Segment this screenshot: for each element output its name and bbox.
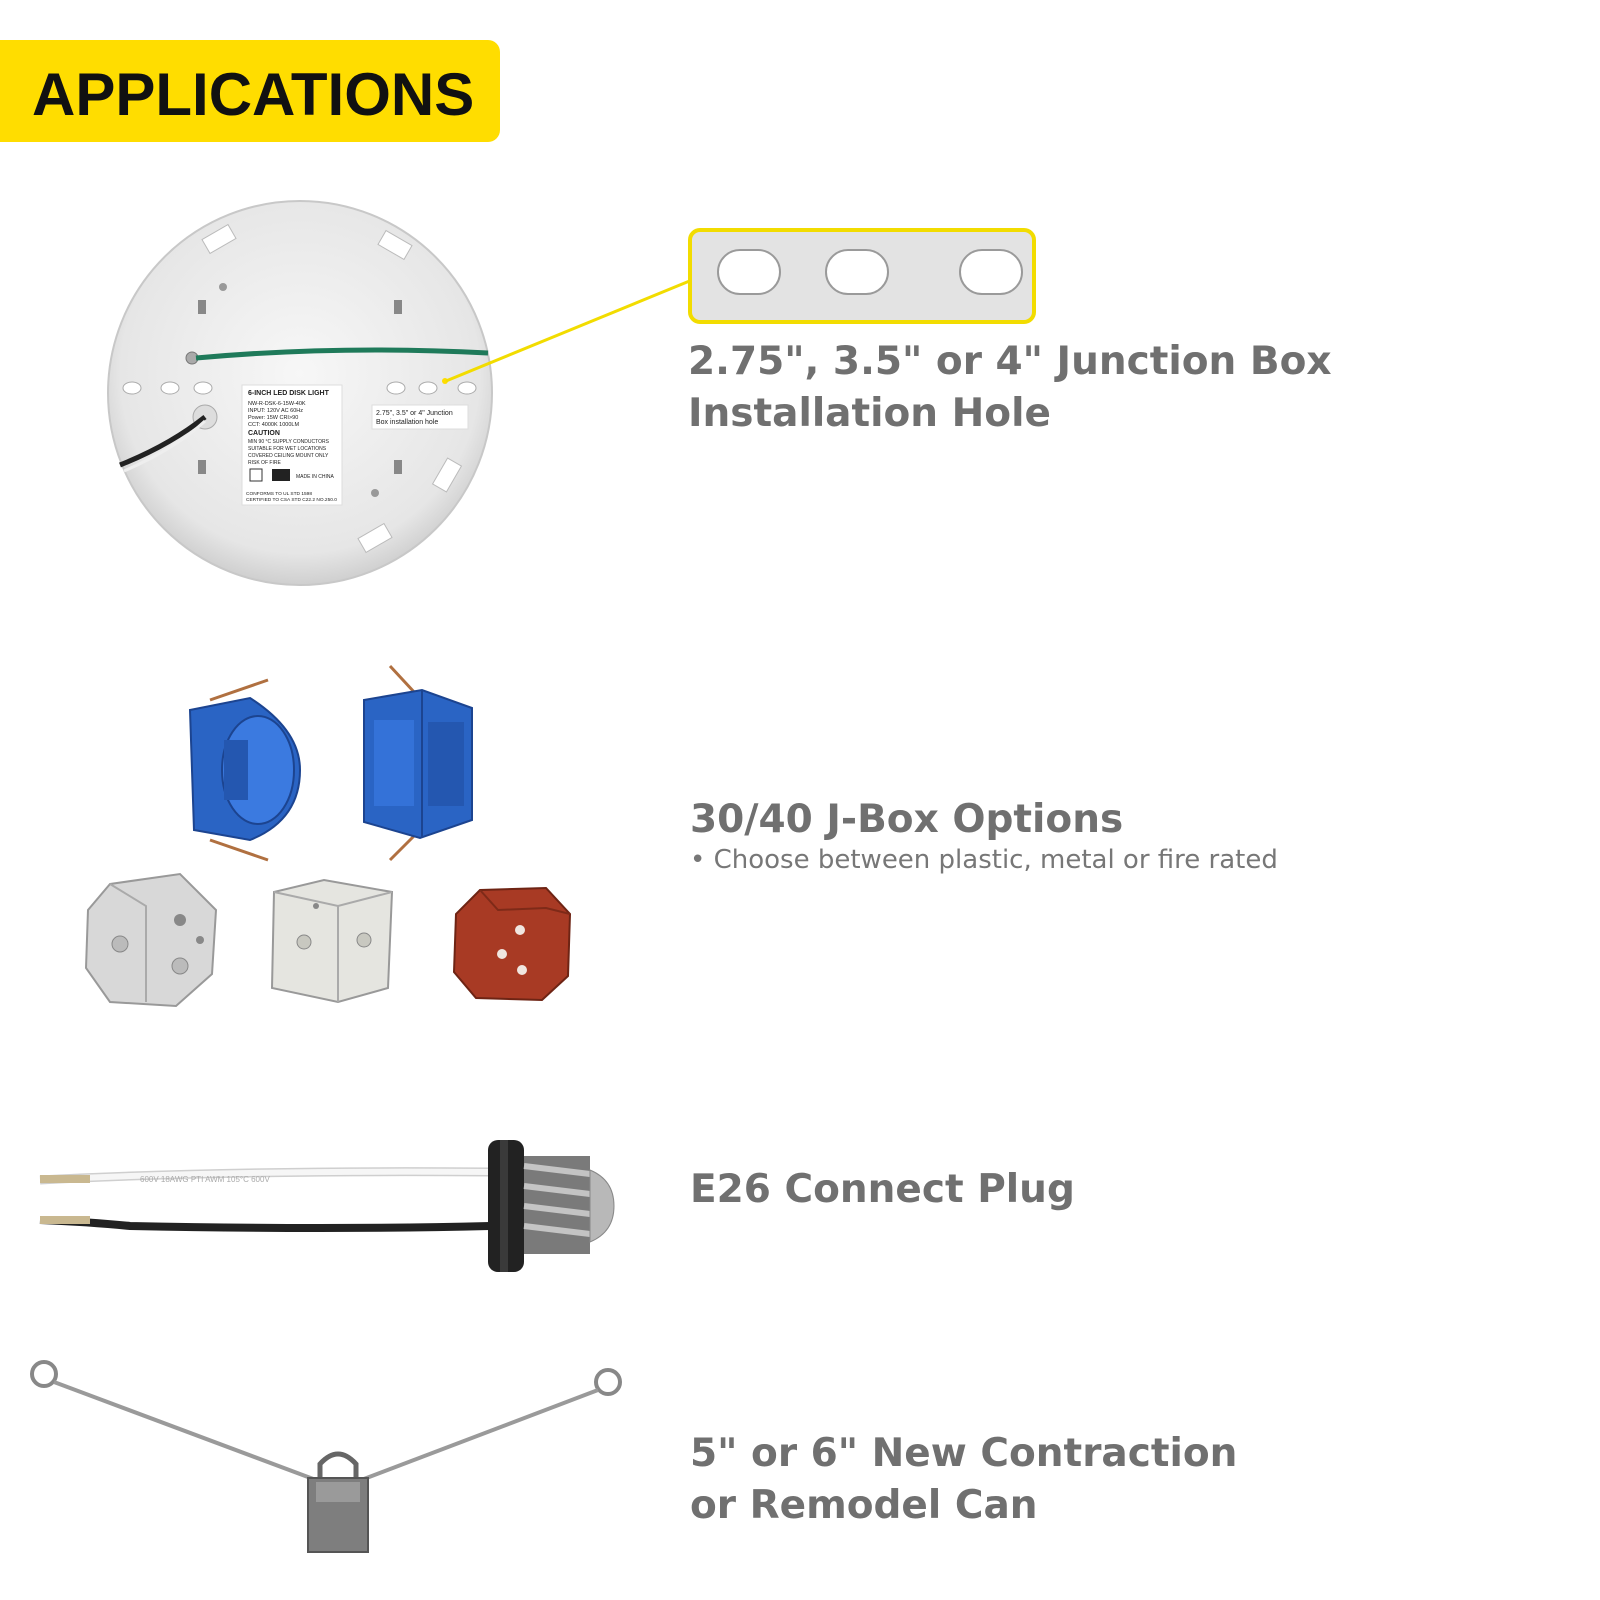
- plate-label-line: CCT: 4000K 1000LM: [248, 422, 299, 428]
- blue-square-box-image: [363, 664, 473, 862]
- plate-label-caution-line: COVERED CEILING MOUNT ONLY: [248, 453, 329, 459]
- jbox-options-heading: 30/40 J-Box Options: [690, 797, 1124, 842]
- applications-banner: APPLICATIONS: [0, 40, 500, 142]
- metal-octagon-box-image: [84, 872, 218, 1008]
- plate-label-line: Power: 15W CRI>90: [248, 415, 298, 421]
- plate-label-caution-line: MIN 90 °C SUPPLY CONDUCTORS: [248, 439, 330, 445]
- hole-tag-line2: Box installation hole: [376, 419, 438, 426]
- plate-label-footer: CERTIFIED TO CSA STD C22.2 NO.250.0: [246, 497, 337, 503]
- junction-box-heading: 2.75", 3.5" or 4" Junction Box Installat…: [688, 336, 1332, 440]
- can-heading: 5" or 6" New Contraction or Remodel Can: [690, 1428, 1237, 1532]
- junction-box-heading-line1: 2.75", 3.5" or 4" Junction Box: [688, 339, 1332, 384]
- fire-rated-octagon-box-image: [452, 886, 572, 1002]
- metal-square-box-image: [270, 878, 394, 1004]
- hole-tag-line1: 2.75", 3.5" or 4" Junction: [376, 410, 453, 417]
- e26-connect-plug-image: 600V 18AWG PTI AWM 105°C 600V: [39, 1140, 615, 1272]
- plate-label-title: 6-INCH LED DISK LIGHT: [248, 390, 330, 397]
- plate-label-caution: CAUTION: [248, 430, 280, 437]
- plate-label-made-in: MADE IN CHINA: [296, 474, 334, 480]
- mounting-holes-zoom-image: [688, 228, 1036, 324]
- plate-label-caution-line: SUITABLE FOR WET LOCATIONS: [248, 446, 327, 452]
- plate-label-footer: CONFORMS TO UL STD 1598: [246, 491, 312, 497]
- etl-mark-icon: [249, 468, 263, 482]
- can-heading-line2: or Remodel Can: [690, 1483, 1038, 1528]
- can-heading-line1: 5" or 6" New Contraction: [690, 1431, 1238, 1476]
- wire-print-text: 600V 18AWG PTI AWM 105°C 600V: [140, 1175, 270, 1184]
- energy-star-icon: [272, 469, 290, 481]
- banner-title: APPLICATIONS: [32, 61, 475, 128]
- blue-round-box-image: [188, 678, 302, 862]
- plate-label-caution-line: RISK OF FIRE: [248, 460, 281, 466]
- e26-heading: E26 Connect Plug: [690, 1167, 1075, 1212]
- disk-light-backplate-image: 6-INCH LED DISK LIGHT NW-R-DSK-6-15W-40K…: [107, 200, 493, 586]
- recessed-can-bracket-image: [30, 1360, 622, 1553]
- junction-box-heading-line2: Installation Hole: [688, 391, 1051, 436]
- plate-label-line: INPUT: 120V AC 60Hz: [248, 408, 303, 414]
- plate-label-line: NW-R-DSK-6-15W-40K: [248, 401, 306, 407]
- jbox-options-bullet: • Choose between plastic, metal or fire …: [690, 845, 1278, 875]
